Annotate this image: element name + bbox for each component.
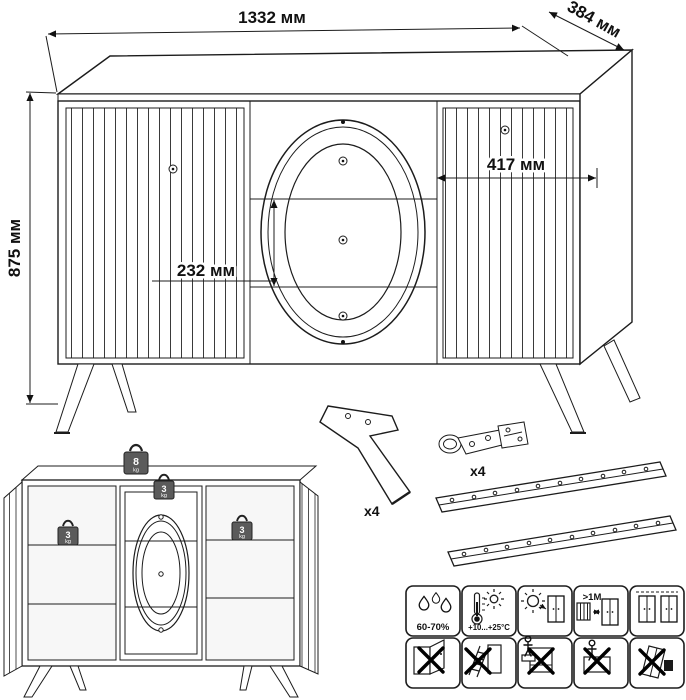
dimension-height: 875 мм	[5, 91, 58, 405]
dimension-width: 1332 мм	[45, 8, 569, 93]
care-icon-no-ladder-lean	[461, 637, 517, 689]
open-sideboard-drawing: 8 kg 3 kg 3 kg 3 kg	[3, 443, 319, 698]
care-icon-no-tilting	[629, 637, 685, 689]
weight-left-shelf: 3 kg	[57, 519, 79, 546]
width-label: 1332 мм	[238, 8, 306, 27]
care-icon-no-sitting-on-top	[573, 637, 629, 689]
sun-icon	[521, 589, 545, 613]
sideboard-drawing	[54, 48, 641, 434]
drawer-knobs	[338, 156, 348, 321]
care-icon-heat-distance: >1M	[573, 585, 629, 637]
right-fluted-door	[442, 107, 574, 359]
min-distance-label: >1M	[583, 592, 602, 603]
hinge-part: x4	[438, 421, 529, 479]
weight-center-unit: kg	[161, 493, 167, 499]
weight-right-unit: kg	[239, 534, 245, 540]
open-right-door	[299, 480, 319, 675]
top-board-edge	[57, 93, 581, 102]
dimension-drawer-height: 232 мм	[152, 200, 278, 286]
humidity-label: 60-70%	[417, 622, 450, 633]
weight-top-unit: kg	[133, 468, 139, 474]
radiator-icon	[576, 602, 591, 621]
dimension-depth: 384 мм	[548, 0, 625, 51]
leg-qty-label: x4	[364, 503, 380, 519]
hinge-qty-label: x4	[470, 463, 486, 479]
weight-right-value: 3	[239, 525, 244, 535]
sun-icon	[484, 589, 504, 609]
wardrobe-icon	[547, 595, 565, 623]
care-icon-level-pair	[629, 585, 685, 637]
left-door-knob	[168, 164, 178, 174]
top-face	[55, 49, 634, 95]
slide-rail-upper-holes	[449, 466, 649, 503]
care-icons-grid: 60-70% +10...+25°C	[405, 585, 685, 689]
drawer-height-label: 232 мм	[177, 261, 235, 280]
left-fluted-door	[65, 107, 245, 359]
wardrobe-icon	[638, 595, 656, 623]
dimension-inner-width: 417 мм	[437, 153, 598, 188]
right-side-face	[579, 48, 633, 366]
weight-right-shelf: 3 kg	[231, 514, 253, 541]
wardrobe-icon	[660, 595, 678, 623]
wardrobe-icon	[601, 598, 619, 626]
open-left-door	[3, 480, 23, 677]
weight-top-value: 8	[133, 456, 139, 468]
drawer-slides	[435, 461, 677, 567]
temperature-label: +10...+25°C	[468, 623, 510, 632]
weight-left-unit: kg	[65, 539, 71, 545]
left-compartment	[27, 485, 117, 661]
height-label: 875 мм	[5, 219, 24, 277]
right-compartment	[205, 485, 295, 661]
care-icon-temperature: +10...+25°C	[461, 585, 517, 637]
care-icon-no-hanging-on-door	[405, 637, 461, 689]
thermometer-icon	[471, 592, 485, 625]
weight-left-value: 3	[65, 530, 70, 540]
slide-rail-lower-holes	[461, 520, 661, 557]
care-icon-no-standing-on-drawer	[517, 635, 573, 689]
right-door-knob	[500, 125, 510, 135]
leg-part: x4	[319, 405, 411, 519]
dark-panel	[664, 660, 673, 671]
inner-width-label: 417 мм	[487, 155, 545, 174]
open-legs	[23, 665, 299, 698]
center-drawer-module	[119, 485, 203, 661]
care-icon-humidity: 60-70%	[405, 585, 461, 637]
weight-center-value: 3	[161, 484, 166, 494]
legs	[54, 339, 641, 434]
depth-label: 384 мм	[564, 0, 624, 42]
care-icon-sunlight	[517, 585, 573, 637]
weight-top: 8 kg	[123, 443, 149, 475]
weight-center: 3 kg	[153, 473, 175, 500]
